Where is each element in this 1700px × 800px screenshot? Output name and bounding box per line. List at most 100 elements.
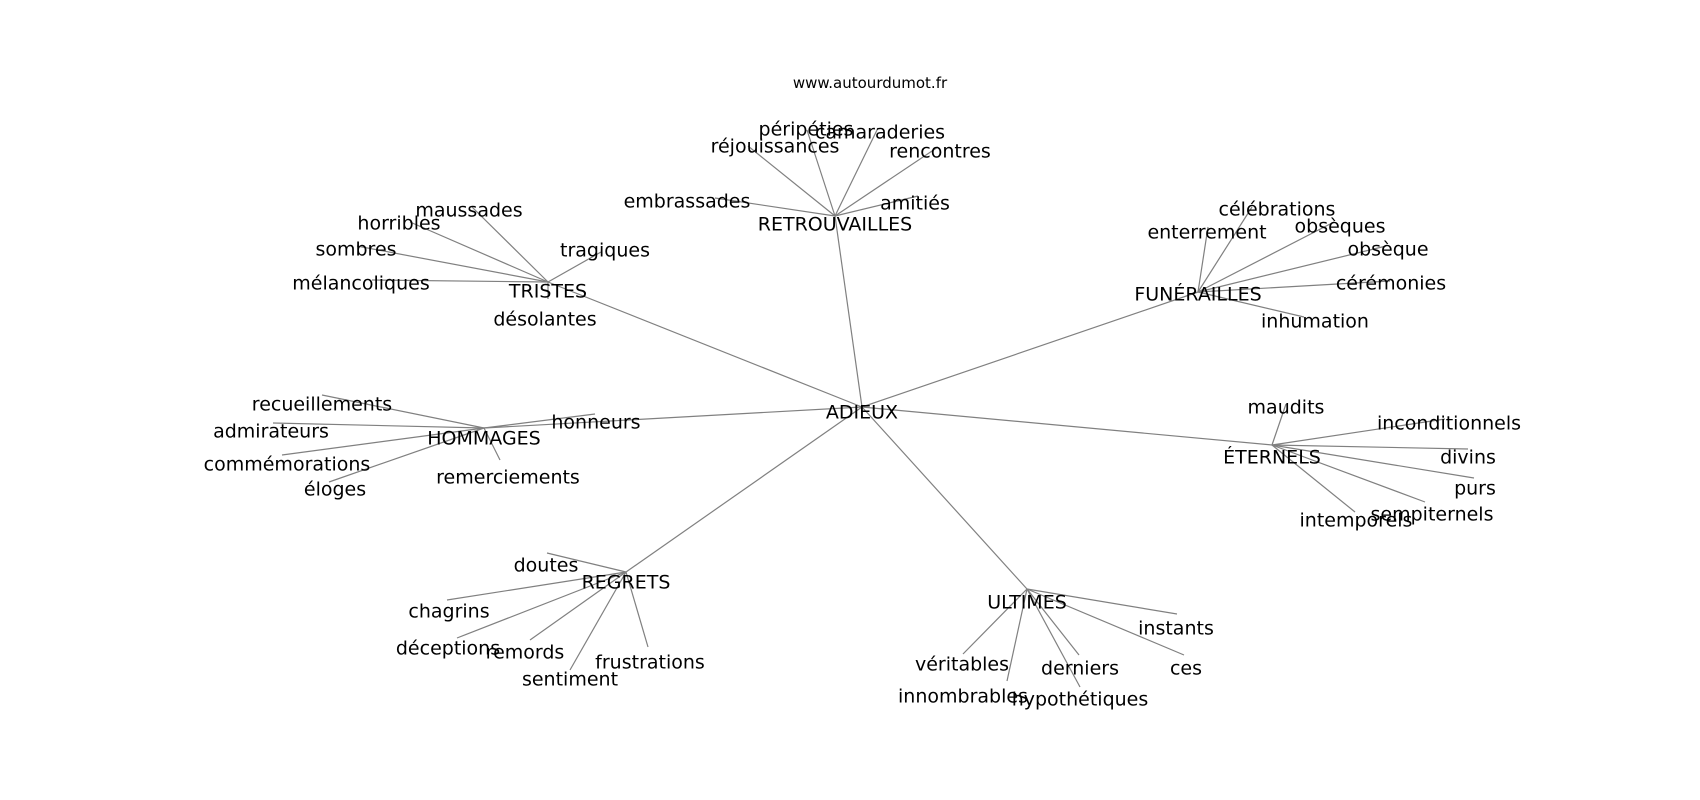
leaf-node: déceptions [396,638,500,660]
leaf-node: amitiés [880,193,950,215]
leaf-node: honneurs [551,412,640,434]
leaf-node: obsèques [1295,216,1386,238]
edge-cluster-to-leaf [281,427,485,456]
leaf-node: hypothétiques [1012,689,1149,711]
edge-cluster-to-leaf [1197,291,1305,318]
edge-cluster-to-leaf [409,221,549,283]
edge-cluster-to-leaf [1271,444,1426,503]
leaf-node: rencontres [889,141,991,163]
edge-center-to-cluster [834,215,863,408]
leaf-node: désolantes [493,309,596,331]
edge-cluster-to-leaf [1197,226,1209,293]
leaf-node: maussades [415,200,522,222]
leaf-node: péripéties [759,119,854,141]
leaf-node: célébrations [1219,199,1336,221]
leaf-node: remerciements [436,467,580,489]
cluster-node: FUNÉRAILLES [1134,283,1261,306]
leaf-node: chagrins [408,601,489,623]
graph-nodes: ADIEUX RETROUVAILLES péripétiescamaraderie… [204,119,1521,711]
cluster-node: HOMMAGES [427,428,540,450]
edge-cluster-to-leaf [1271,444,1356,513]
edge-cluster-to-leaf [834,195,919,217]
edge-cluster-to-leaf [1271,444,1469,450]
leaf-node: ces [1170,658,1202,680]
edge-center-to-cluster [483,406,863,429]
edge-cluster-to-leaf [1026,588,1081,688]
edge-cluster-to-leaf [747,145,836,217]
leaf-node: camaraderies [815,122,945,144]
leaf-node: purs [1454,478,1496,500]
edge-cluster-to-leaf [834,127,879,217]
edge-cluster-to-leaf [1197,206,1253,293]
edge-cluster-to-leaf [569,571,627,671]
leaf-node: mélancoliques [292,273,429,295]
leaf-node: enterrement [1147,222,1266,244]
cluster-node: ULTIMES [987,592,1067,614]
edge-cluster-to-leaf [1271,403,1287,446]
edge-cluster-to-leaf [714,197,836,217]
edge-center-to-cluster [861,406,1273,446]
edge-cluster-to-leaf [328,427,485,483]
leaf-node: embrassades [624,191,751,213]
edge-cluster-to-leaf [1026,588,1178,615]
edge-cluster-to-leaf [456,571,627,639]
leaf-node: cérémonies [1336,273,1446,295]
edge-cluster-to-leaf [806,129,836,217]
edge-center-to-cluster [547,281,863,408]
leaf-node: horribles [357,213,440,235]
edge-cluster-to-leaf [529,571,627,641]
cluster-node: REGRETS [582,572,671,594]
edge-cluster-to-leaf [834,146,939,217]
edge-cluster-to-leaf [321,394,485,429]
edge-cluster-to-leaf [1026,588,1185,656]
source-url: www.autourdumot.fr [793,74,948,92]
leaf-node: admirateurs [213,421,329,443]
edge-cluster-to-leaf [1197,280,1391,293]
leaf-node: inhumation [1261,311,1369,333]
leaf-node: frustrations [595,652,705,674]
leaf-node: doutes [514,555,579,577]
edge-cluster-to-leaf [546,552,627,573]
cluster-node: RETROUVAILLES [758,214,913,236]
edge-center-to-cluster [625,406,863,573]
edge-center-to-cluster [861,406,1028,590]
edge-center-to-cluster [861,291,1199,408]
cluster-node: TRISTES [508,281,587,303]
leaf-node: sombres [315,239,396,261]
edge-cluster-to-leaf [1006,588,1028,682]
edge-cluster-to-leaf [471,206,549,283]
leaf-node: commémorations [204,454,371,476]
edge-cluster-to-leaf [483,427,501,461]
leaf-node: remords [486,642,565,664]
leaf-node: sempiternels [1371,504,1494,526]
leaf-node: divins [1440,447,1496,469]
edge-cluster-to-leaf [1271,444,1475,479]
leaf-node: instants [1138,618,1214,640]
edge-cluster-to-leaf [962,588,1028,655]
graph-edges [272,127,1475,688]
leaf-node: derniers [1041,658,1119,680]
edge-cluster-to-leaf [1026,588,1080,656]
leaf-node: obsèque [1347,239,1428,261]
leaf-node: inconditionnels [1377,413,1521,435]
leaf-node: recueillements [252,394,392,416]
leaf-node: réjouissances [711,136,840,158]
edge-cluster-to-leaf [446,571,627,601]
edge-cluster-to-leaf [1197,221,1335,293]
edge-cluster-to-leaf [371,279,549,283]
edge-cluster-to-leaf [483,413,596,429]
edge-cluster-to-leaf [356,245,549,283]
edge-cluster-to-leaf [1197,245,1387,293]
leaf-node: maudits [1248,397,1325,419]
edge-cluster-to-leaf [272,422,485,429]
leaf-node: éloges [304,479,366,501]
center-node: ADIEUX [826,402,898,424]
leaf-node: intemporels [1300,510,1413,532]
edge-cluster-to-leaf [625,571,649,648]
cluster-node: ÉTERNELS [1223,446,1321,469]
leaf-node: sentiment [522,669,618,691]
leaf-node: innombrables [898,686,1028,708]
edge-cluster-to-leaf [547,251,602,283]
edge-cluster-to-leaf [1271,418,1446,446]
